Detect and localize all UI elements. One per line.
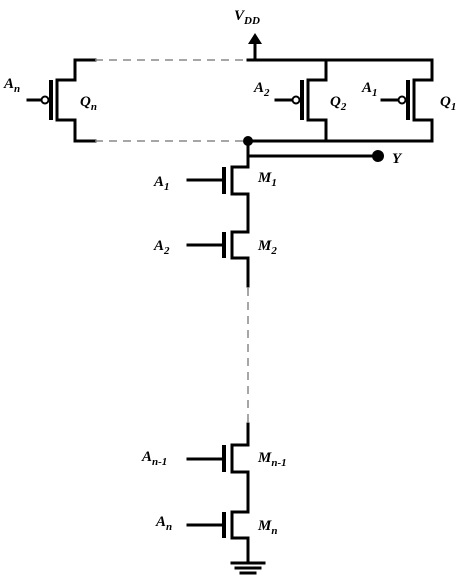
m2-name-label: M2 xyxy=(257,238,277,257)
m2-gate-label: A2 xyxy=(153,238,170,257)
output-terminal xyxy=(372,150,384,162)
pmos-transistor-q2 xyxy=(274,58,328,143)
qn-name-label: Qn xyxy=(80,94,97,113)
mn-1-name-label: Mn-1 xyxy=(257,450,287,469)
q2-gate-label: A2 xyxy=(253,80,270,99)
mn-1-gate-label: An-1 xyxy=(141,449,167,468)
nmos-transistor-mn-1 xyxy=(186,422,250,514)
mn-name-label: Mn xyxy=(257,518,277,537)
m1-gate-label: A1 xyxy=(153,174,170,193)
q1-name-label: Q1 xyxy=(440,94,456,113)
pmos-transistor-qn xyxy=(26,58,77,143)
nmos-transistor-mn xyxy=(186,498,250,564)
pmos-transistor-q1 xyxy=(380,58,434,143)
ground-icon xyxy=(230,561,266,575)
q2-name-label: Q2 xyxy=(330,94,347,113)
m1-name-label: M1 xyxy=(257,170,277,189)
q1-gate-label: A1 xyxy=(361,80,378,99)
output-label: Y xyxy=(392,151,403,167)
nmos-transistor-m1 xyxy=(186,154,250,234)
vdd-label: VDD xyxy=(234,8,260,27)
mn-gate-label: An xyxy=(155,514,172,533)
qn-gate-label: An xyxy=(3,76,20,95)
vdd-supply-arrow xyxy=(248,33,262,62)
nmos-transistor-m2 xyxy=(186,216,250,288)
